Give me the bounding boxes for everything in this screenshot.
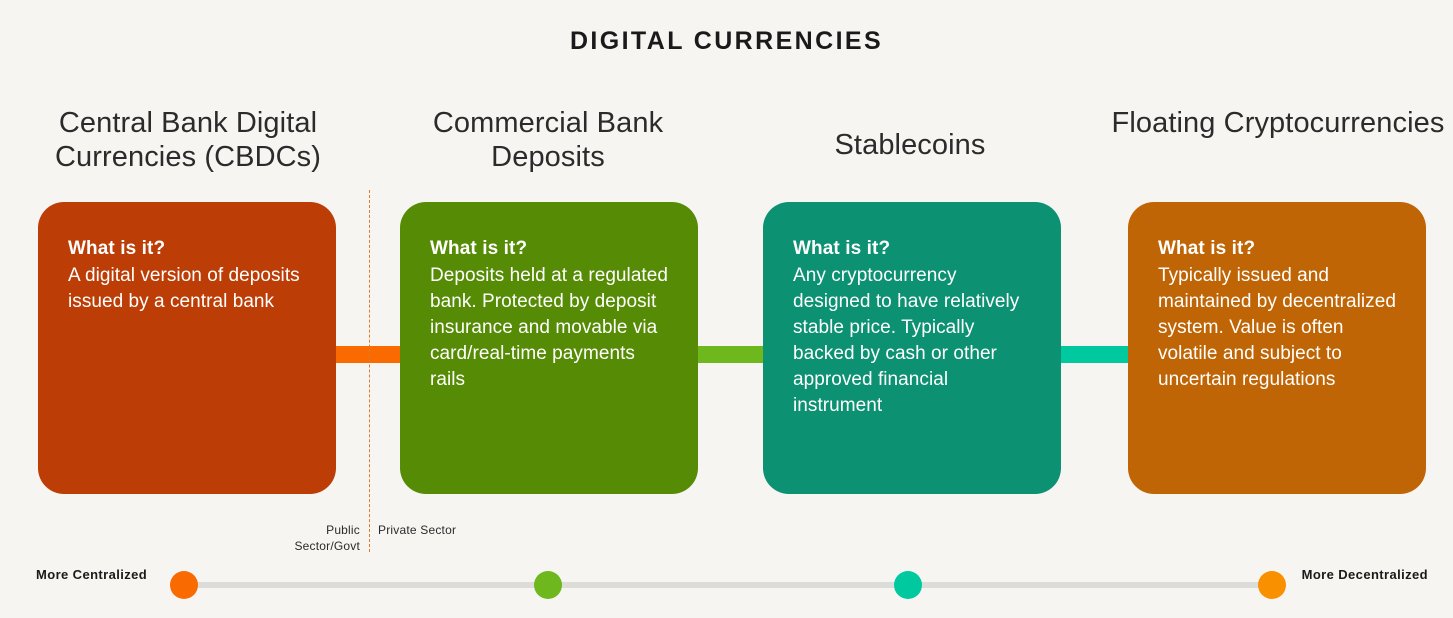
- card-question-label: What is it?: [68, 238, 166, 259]
- scale-label-more-decentralized: More Decentralized: [1301, 567, 1428, 582]
- card-cbdc: What is it? A digital version of deposit…: [38, 202, 336, 494]
- card-floating-cryptocurrencies: What is it? Typically issued and maintai…: [1128, 202, 1426, 494]
- card-question-label: What is it?: [793, 238, 891, 259]
- column-heading-stablecoins: Stablecoins: [834, 129, 986, 161]
- scale-dot-stablecoins: [894, 571, 922, 599]
- connector-bar-3: [1055, 346, 1137, 363]
- sector-divider-line: [369, 190, 370, 552]
- scale-label-more-centralized: More Centralized: [36, 567, 148, 582]
- scale-track: [182, 582, 1277, 588]
- card-stablecoins: What is it? Any cryptocurrency designed …: [763, 202, 1061, 494]
- scale-dot-cbdc: [170, 571, 198, 599]
- scale-dot-floating-cryptocurrencies: [1258, 571, 1286, 599]
- column-heading-cbdc: Central Bank Digital Currencies (CBDCs): [54, 107, 322, 174]
- sector-label-private: Private Sector: [378, 523, 457, 537]
- card-description: Any cryptocurrency designed to have rela…: [793, 264, 1020, 416]
- connector-bar-1: [330, 346, 410, 363]
- column-heading-commercial-bank-deposits: Commercial Bank Deposits: [432, 107, 664, 174]
- connector-bar-2: [692, 346, 772, 363]
- card-question-label: What is it?: [1158, 238, 1256, 259]
- card-question-label: What is it?: [430, 238, 528, 259]
- column-heading-floating-cryptocurrencies: Floating Cryptocurrencies: [1111, 107, 1445, 139]
- card-description: Typically issued and maintained by decen…: [1158, 264, 1396, 390]
- page-title: DIGITAL CURRENCIES: [569, 27, 884, 55]
- card-description: A digital version of deposits issued by …: [68, 264, 300, 312]
- card-commercial-bank-deposits: What is it? Deposits held at a regulated…: [400, 202, 698, 494]
- sector-label-public: Public Sector/Govt: [294, 523, 360, 554]
- card-description: Deposits held at a regulated bank. Prote…: [430, 264, 668, 390]
- scale-dot-commercial-bank-deposits: [534, 571, 562, 599]
